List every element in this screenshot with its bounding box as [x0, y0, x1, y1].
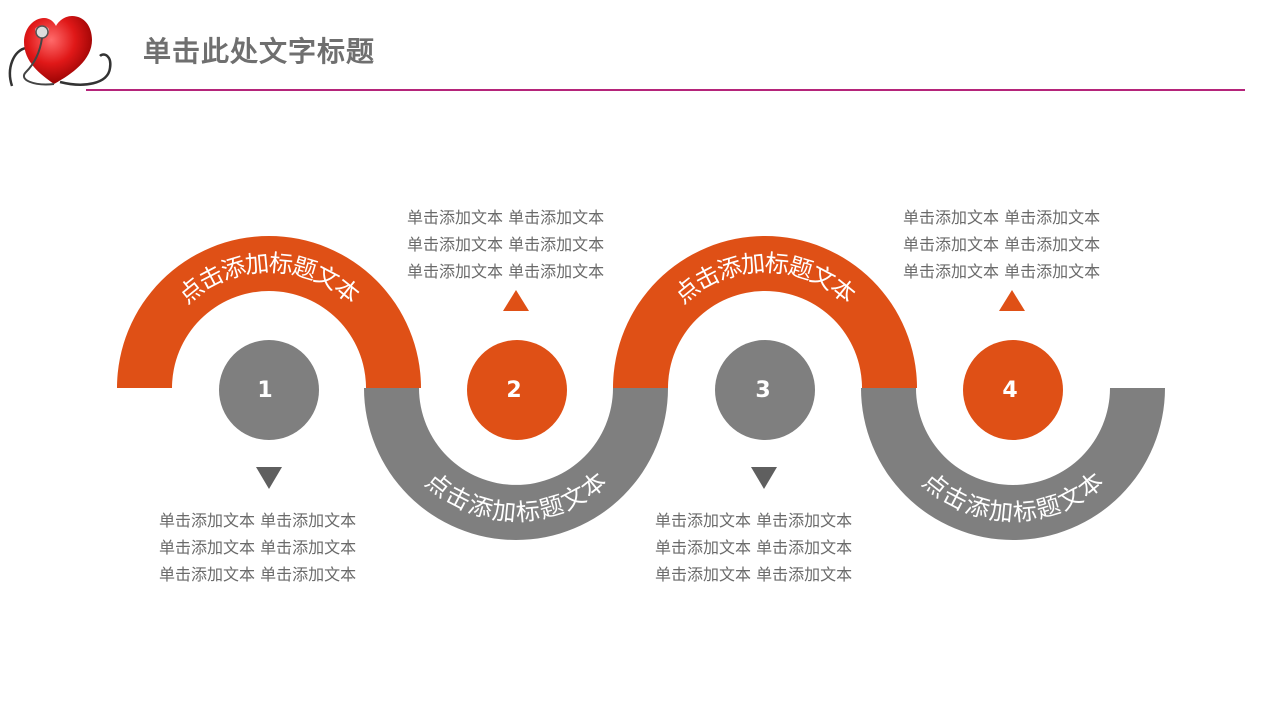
page-title: 单击此处文字标题	[143, 35, 376, 68]
title-divider	[86, 89, 1245, 91]
heart-stethoscope-icon	[8, 16, 112, 87]
text-line: 单击添加文本 单击添加文本	[159, 511, 357, 530]
arc-band-4	[861, 388, 1165, 540]
arc-band-2	[364, 388, 668, 540]
down-triangle-icon	[256, 467, 282, 489]
step-1-text: 单击添加文本 单击添加文本 单击添加文本 单击添加文本 单击添加文本 单击添加文…	[159, 507, 379, 588]
text-line: 单击添加文本 单击添加文本	[159, 565, 357, 584]
text-line: 单击添加文本 单击添加文本	[407, 208, 605, 227]
step-number-4: 4	[1002, 378, 1017, 403]
text-line: 单击添加文本 单击添加文本	[655, 511, 853, 530]
step-circle-4	[963, 340, 1063, 440]
text-line: 单击添加文本 单击添加文本	[407, 235, 605, 254]
text-line: 单击添加文本 单击添加文本	[903, 208, 1101, 227]
text-line: 单击添加文本 单击添加文本	[903, 235, 1101, 254]
step-number-1: 1	[257, 378, 272, 403]
text-line: 单击添加文本 单击添加文本	[159, 538, 357, 557]
text-line: 单击添加文本 单击添加文本	[407, 262, 605, 281]
step-3-text: 单击添加文本 单击添加文本 单击添加文本 单击添加文本 单击添加文本 单击添加文…	[655, 507, 875, 588]
text-line: 单击添加文本 单击添加文本	[655, 565, 853, 584]
up-triangle-icon	[503, 290, 529, 311]
step-2-text: 单击添加文本 单击添加文本 单击添加文本 单击添加文本 单击添加文本 单击添加文…	[407, 204, 627, 285]
step-4-text: 单击添加文本 单击添加文本 单击添加文本 单击添加文本 单击添加文本 单击添加文…	[903, 204, 1123, 285]
step-circle-1	[219, 340, 319, 440]
step-number-2: 2	[506, 378, 521, 403]
step-circle-3	[715, 340, 815, 440]
step-circle-2	[467, 340, 567, 440]
step-number-3: 3	[755, 378, 770, 403]
up-triangle-icon	[999, 290, 1025, 311]
arc-band-3	[613, 236, 917, 388]
down-triangle-icon	[751, 467, 777, 489]
text-line: 单击添加文本 单击添加文本	[655, 538, 853, 557]
text-line: 单击添加文本 单击添加文本	[903, 262, 1101, 281]
arc-band-1	[117, 236, 421, 388]
